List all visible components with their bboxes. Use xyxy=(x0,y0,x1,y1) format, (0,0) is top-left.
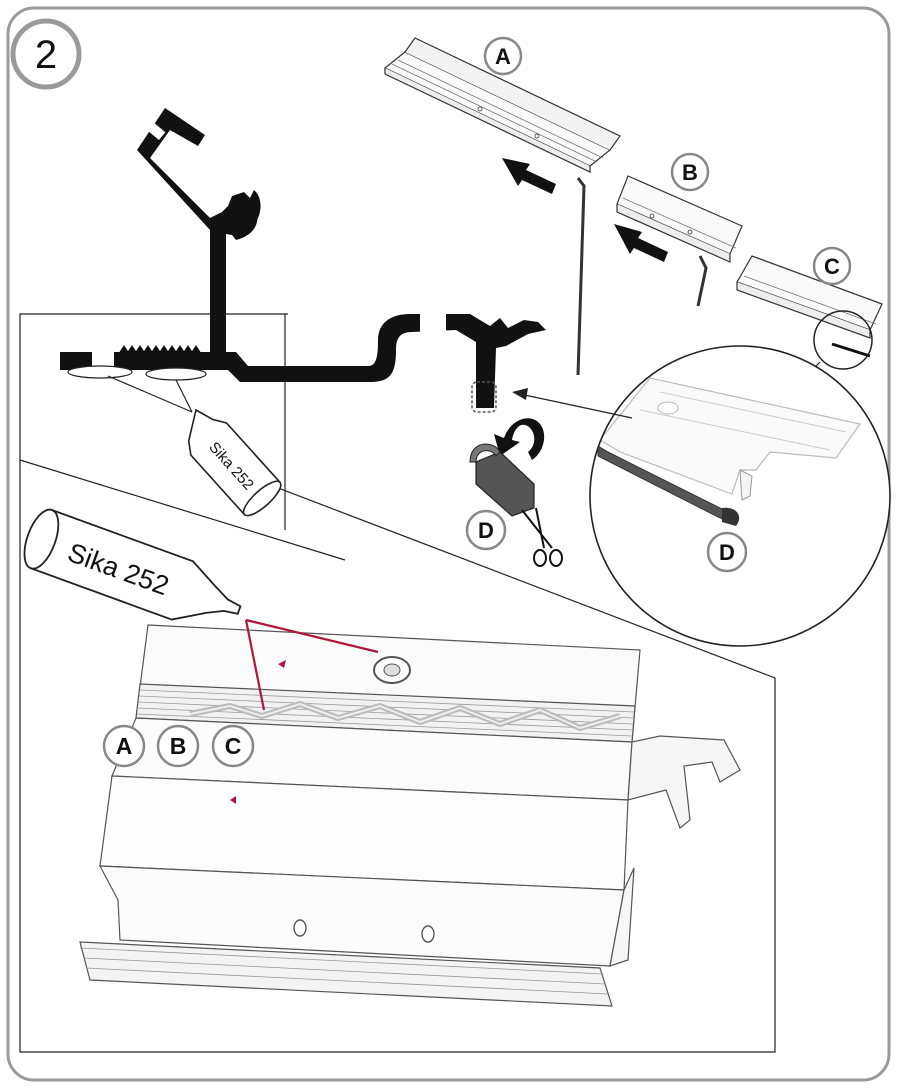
label-a-top: A xyxy=(485,38,521,74)
label-c-top-text: C xyxy=(824,254,840,279)
label-b-top-text: B xyxy=(682,160,698,185)
step-badge: 2 xyxy=(13,21,79,87)
label-d-small-text: D xyxy=(478,518,494,543)
glue-bead-left xyxy=(68,366,132,378)
label-c-bottom: C xyxy=(213,726,253,766)
step-number: 2 xyxy=(35,33,57,77)
label-d-small: D xyxy=(467,511,505,549)
break-mark-step xyxy=(420,314,446,332)
label-a-top-text: A xyxy=(495,44,511,69)
glue-bead-right xyxy=(146,368,206,380)
label-d-detail-text: D xyxy=(719,540,735,565)
label-b-bottom: B xyxy=(158,726,198,766)
label-a-bottom-text: A xyxy=(116,733,133,759)
label-c-top: C xyxy=(814,248,850,284)
label-b-top: B xyxy=(672,154,708,190)
detail-magnifier xyxy=(590,346,890,646)
label-c-bottom-text: C xyxy=(225,733,242,759)
profile-hole-right xyxy=(422,926,434,942)
label-a-bottom: A xyxy=(104,726,144,766)
label-b-bottom-text: B xyxy=(170,733,187,759)
label-d-detail: D xyxy=(708,533,746,571)
profile-hole-left xyxy=(294,920,306,936)
break-mark-base xyxy=(92,352,114,366)
